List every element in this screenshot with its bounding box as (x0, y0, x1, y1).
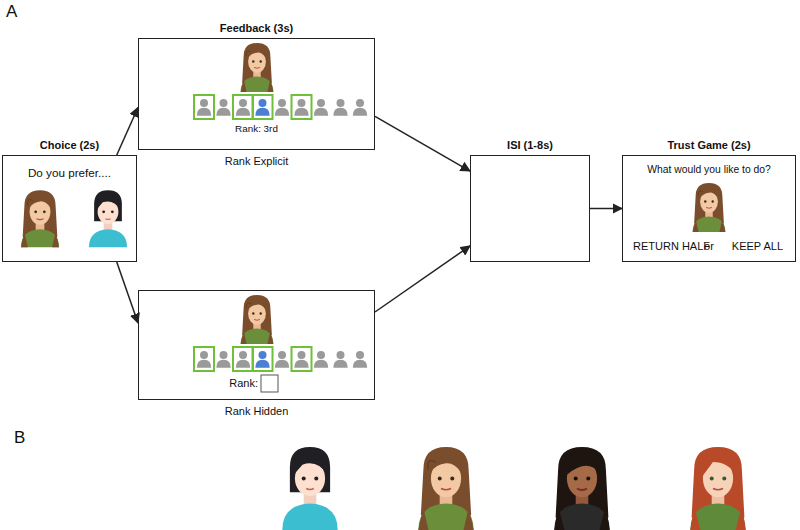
step-box: Feedback (3s)Rank: 3rdRank Explicit (138, 38, 375, 150)
person-icon (275, 99, 289, 116)
panel-label: A (6, 2, 17, 22)
selection-box (194, 347, 214, 371)
question-text: What would you like to do? (623, 164, 795, 175)
phase-title: Feedback (3s) (220, 22, 293, 34)
panel-label: B (14, 428, 25, 448)
condition-label: Rank Explicit (225, 155, 289, 167)
person-icon (314, 99, 328, 116)
person-icon (353, 99, 367, 116)
rank-text: Rank: 3rd (139, 123, 374, 134)
rank-text: Rank: (229, 377, 258, 389)
step-box: Rank:Rank Hidden (138, 290, 375, 400)
selection-box (292, 95, 312, 119)
person-icon (294, 351, 308, 368)
selection-box (292, 347, 312, 371)
person-icon (197, 99, 211, 116)
person-icon (353, 351, 367, 368)
person-icon (197, 351, 211, 368)
condition-label: Rank Hidden (225, 405, 289, 417)
person-icon (314, 351, 328, 368)
person-icon (216, 99, 230, 116)
person-icon (333, 99, 347, 116)
phase-title: Choice (2s) (40, 139, 99, 151)
selection-box (253, 95, 273, 119)
phase-title: ISI (1-8s) (507, 139, 553, 151)
phase-title: Trust Game (2s) (667, 139, 750, 151)
flow-arrow (117, 262, 138, 323)
person-icon (216, 351, 230, 368)
choice-option: KEEP ALL (732, 240, 783, 252)
choice-option: RETURN HALF (633, 240, 710, 252)
person-icon (236, 351, 250, 368)
person-icon (255, 99, 269, 116)
prompt-text: Do you prefer.... (3, 166, 136, 179)
selection-box (233, 347, 253, 371)
person-icon (255, 351, 269, 368)
selection-box (233, 95, 253, 119)
person-icon (294, 99, 308, 116)
selection-box (194, 95, 214, 119)
step-box: ISI (1-8s) (470, 155, 590, 262)
person-icon (275, 351, 289, 368)
flow-arrow (375, 116, 470, 171)
flow-arrow (375, 246, 470, 312)
step-box: Trust Game (2s)What would you like to do… (622, 155, 796, 262)
selection-box (253, 347, 273, 371)
choice-word: or (704, 240, 714, 252)
person-icon (333, 351, 347, 368)
person-icon (236, 99, 250, 116)
flow-arrow (117, 107, 138, 155)
step-box: Choice (2s)Do you prefer.... (2, 155, 137, 262)
flow-arrow (590, 208, 622, 210)
